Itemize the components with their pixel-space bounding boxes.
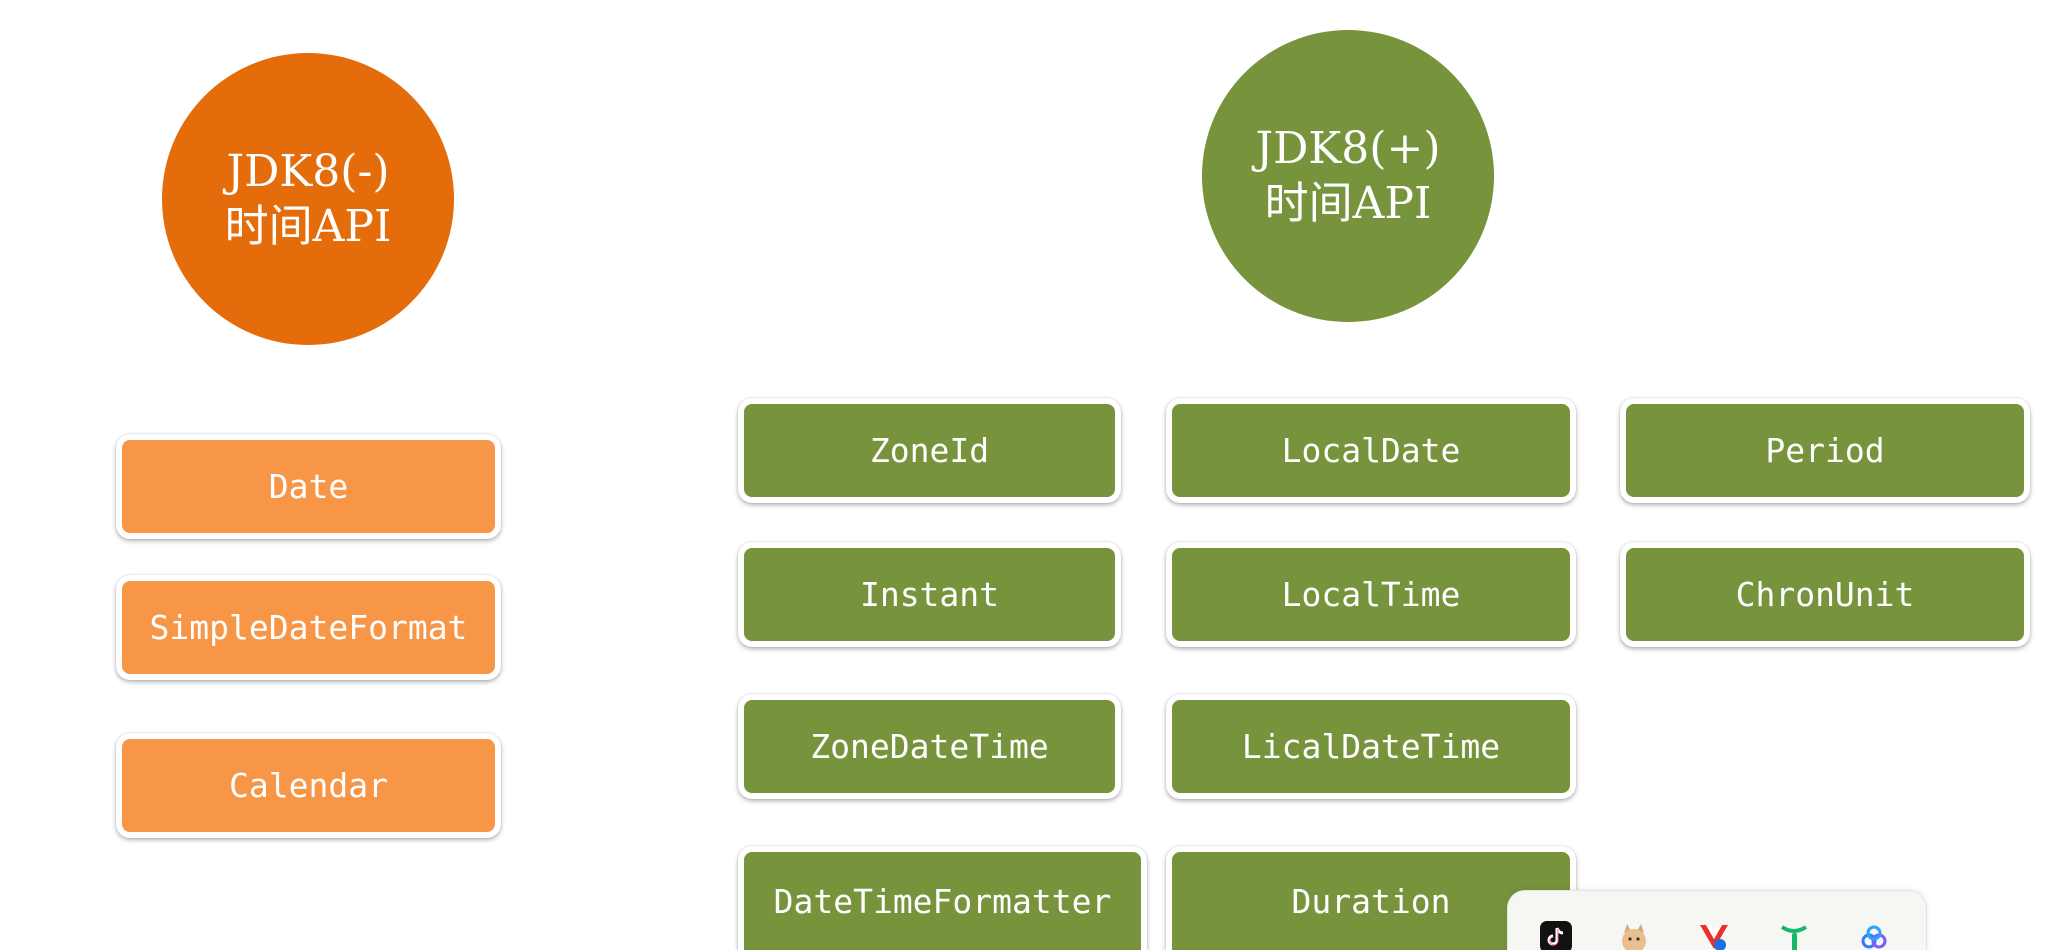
jdk8-minus-circle: JDK8(-) 时间API xyxy=(162,53,454,345)
app-dock xyxy=(1507,890,1927,950)
class-box-calendar: Calendar xyxy=(116,733,501,838)
class-box-localtime: LocalTime xyxy=(1166,542,1576,647)
class-box-localdate: LocalDate xyxy=(1166,398,1576,503)
vue-logo-icon[interactable] xyxy=(1698,921,1730,950)
class-box-licaldatetime: LicalDateTime xyxy=(1166,694,1576,799)
class-box-duration: Duration xyxy=(1166,846,1576,950)
jdk8-plus-circle: JDK8(+) 时间API xyxy=(1202,30,1494,322)
class-box-zoneid: ZoneId xyxy=(738,398,1121,503)
jdk8-minus-title-line2: 时间API xyxy=(224,201,392,252)
class-box-instant: Instant xyxy=(738,542,1121,647)
cloud-rings-icon[interactable] xyxy=(1858,921,1890,950)
class-box-chronunit: ChronUnit xyxy=(1620,542,2030,647)
jdk8-plus-title-line1: JDK8(+) xyxy=(1255,123,1441,174)
green-fork-icon[interactable] xyxy=(1778,921,1810,950)
tiktok-icon[interactable] xyxy=(1540,921,1572,950)
class-box-date: Date xyxy=(116,434,501,539)
cat-mascot-icon[interactable] xyxy=(1618,921,1650,950)
jdk8-minus-title-line1: JDK8(-) xyxy=(226,146,390,197)
jdk8-plus-title-line2: 时间API xyxy=(1264,178,1432,229)
class-box-zonedatetime: ZoneDateTime xyxy=(738,694,1121,799)
class-box-period: Period xyxy=(1620,398,2030,503)
class-box-simpledateformat: SimpleDateFormat xyxy=(116,575,501,680)
class-box-datetimeformatter: DateTimeFormatter xyxy=(738,846,1147,950)
